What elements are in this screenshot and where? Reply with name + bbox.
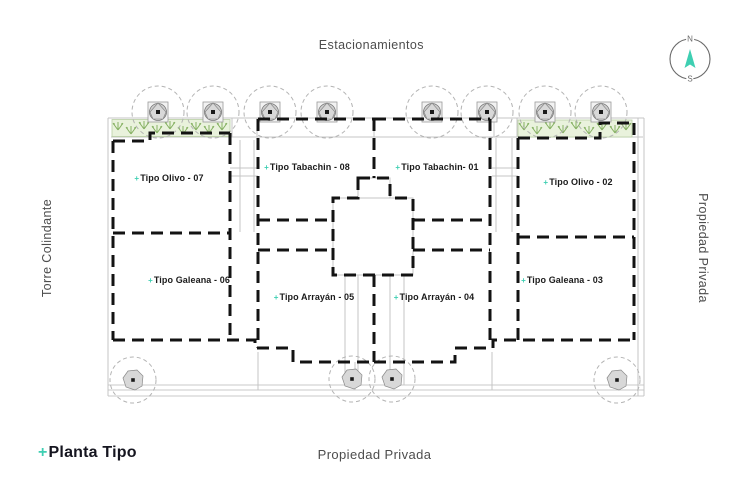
plus-icon: +: [273, 293, 279, 302]
unit-name: Tipo Tabachin- 01: [401, 162, 479, 172]
unit-label-olivo-02: +Tipo Olivo - 02: [543, 177, 612, 187]
plus-icon: +: [393, 293, 399, 302]
unit-name: Tipo Olivo - 07: [140, 173, 204, 183]
drawing-title: +Planta Tipo: [38, 444, 137, 462]
top-context-label: Estacionamientos: [318, 38, 424, 52]
unit-name: Tipo Tabachin - 08: [269, 162, 350, 172]
plus-icon: +: [38, 444, 48, 461]
compass-north-label: N: [686, 34, 694, 44]
unit-label-arrayan-05: +Tipo Arrayán - 05: [274, 292, 355, 302]
unit-walls: [111, 117, 636, 364]
compass-needle-icon: [684, 49, 696, 68]
unit-label-olivo-07: +Tipo Olivo - 07: [134, 173, 203, 183]
plus-icon: +: [264, 163, 269, 172]
unit-name: Tipo Arrayán - 05: [279, 292, 355, 302]
unit-label-arrayan-04: +Tipo Arrayán - 04: [394, 292, 475, 302]
plus-icon: +: [543, 178, 549, 187]
plus-icon: +: [395, 163, 401, 172]
plus-icon: +: [521, 276, 526, 285]
compass-rose: N S: [668, 34, 712, 84]
unit-label-galeana-03: +Tipo Galeana - 03: [521, 275, 603, 285]
unit-label-tabachin-08: +Tipo Tabachin - 08: [264, 162, 350, 172]
plus-icon: +: [148, 276, 153, 285]
bottom-context-label: Propiedad Privada: [317, 447, 432, 462]
compass-south-label: S: [686, 74, 694, 84]
unit-name: Tipo Galeana - 06: [153, 275, 230, 285]
plus-icon: +: [134, 174, 140, 183]
unit-name: Tipo Arrayán - 04: [399, 292, 475, 302]
unit-label-tabachin-01: +Tipo Tabachin- 01: [395, 162, 478, 172]
unit-name: Tipo Galeana - 03: [526, 275, 603, 285]
unit-label-galeana-06: +Tipo Galeana - 06: [148, 275, 230, 285]
unit-name: Tipo Olivo - 02: [549, 177, 613, 187]
drawing-title-text: Planta Tipo: [48, 444, 137, 461]
site-outline: [107, 117, 645, 397]
planter-right: [517, 119, 633, 138]
